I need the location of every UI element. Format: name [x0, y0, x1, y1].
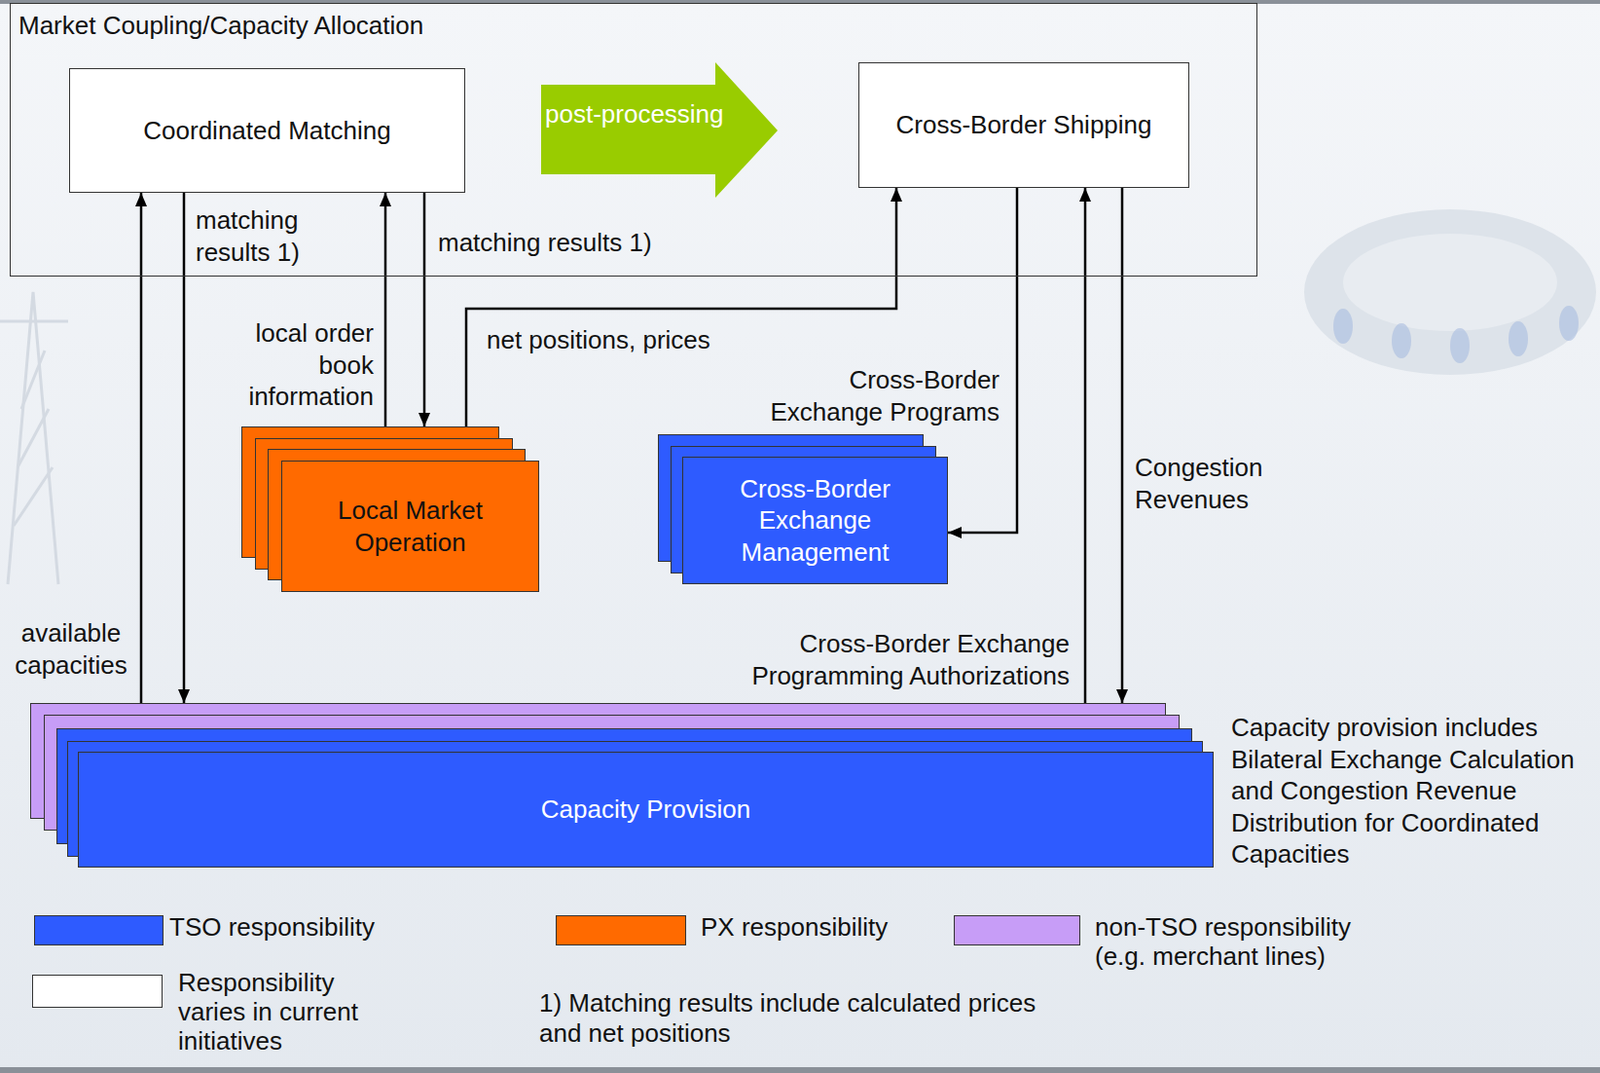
process-box: Cross-Border Shipping — [858, 62, 1190, 188]
process-box: Coordinated Matching — [69, 68, 466, 193]
arrow-shape — [541, 62, 778, 198]
side-note: Capacity provision includes Bilateral Ex… — [1231, 711, 1590, 871]
edge-label: local order book information — [237, 317, 374, 413]
legend-label: non-TSO responsibility (e.g. merchant li… — [1094, 912, 1373, 972]
flow-arrow — [1121, 187, 1125, 703]
flame — [1508, 321, 1528, 357]
text-area: Local Market Operation — [281, 460, 540, 592]
footnote: 1) Matching results include calculated p… — [539, 987, 1065, 1049]
arrow-body — [541, 62, 778, 198]
legend-swatch — [32, 974, 163, 1008]
node-label: Coordinated Matching — [143, 114, 391, 147]
legend-swatch — [555, 914, 687, 946]
flame — [1559, 305, 1579, 341]
frame-heading: Market Coupling/Capacity Allocation — [18, 9, 1249, 42]
flame — [1333, 308, 1353, 344]
flow-arrow — [140, 192, 144, 703]
flow-arrow — [384, 192, 388, 427]
stacked-band: Capacity Provision — [30, 702, 1214, 868]
node-label: Cross-Border Exchange Management — [690, 472, 941, 569]
edge-label: net positions, prices — [486, 324, 711, 357]
edge-label: Congestion Revenues — [1134, 451, 1281, 515]
burner-watermark — [1304, 209, 1597, 375]
flow-arrow — [947, 187, 1018, 533]
flame — [1391, 323, 1412, 359]
legend-label: PX responsibility — [700, 912, 888, 943]
pylon-brace — [13, 350, 53, 526]
stack-layer — [281, 460, 540, 592]
text-area: post-processing — [545, 98, 725, 131]
flow-arrow — [466, 187, 897, 427]
bottom-bar — [0, 1066, 1600, 1073]
burner-ring — [1304, 209, 1597, 375]
node-label: Capacity Provision — [541, 793, 751, 826]
edge-label: available capacities — [7, 617, 135, 681]
legend-label: Responsibility varies in current initiat… — [178, 968, 378, 1056]
text-area: Cross-Border Exchange Management — [682, 456, 948, 584]
flow-arrow — [1084, 187, 1088, 703]
edge-label: matching results 1) — [437, 226, 653, 259]
stacked-box: Cross-Border Exchange Management — [657, 434, 948, 584]
node-label: post-processing — [545, 98, 725, 131]
pylon-watermark — [0, 291, 69, 584]
node-label: Cross-Border Shipping — [895, 109, 1152, 142]
node-label: Local Market Operation — [289, 494, 532, 558]
pylon-leg — [7, 291, 59, 584]
stacked-box: Local Market Operation — [241, 426, 540, 592]
flow-arrow — [182, 192, 186, 703]
legend-swatch — [953, 914, 1081, 946]
legend-label: TSO responsibility — [169, 912, 375, 943]
edge-label: Cross-Border Exchange Programs — [751, 363, 1000, 428]
text-area: Capacity Provision — [77, 751, 1214, 868]
flow-arrow — [423, 192, 427, 427]
burner-cap — [1343, 233, 1558, 331]
block-arrow: post-processing — [541, 62, 778, 198]
edge-label: Cross-Border Exchange Programming Author… — [733, 627, 1070, 691]
legend-swatch — [34, 914, 164, 946]
edge-label: matching results 1) — [195, 204, 318, 268]
pylon-arm — [0, 320, 69, 324]
flame — [1450, 327, 1470, 364]
